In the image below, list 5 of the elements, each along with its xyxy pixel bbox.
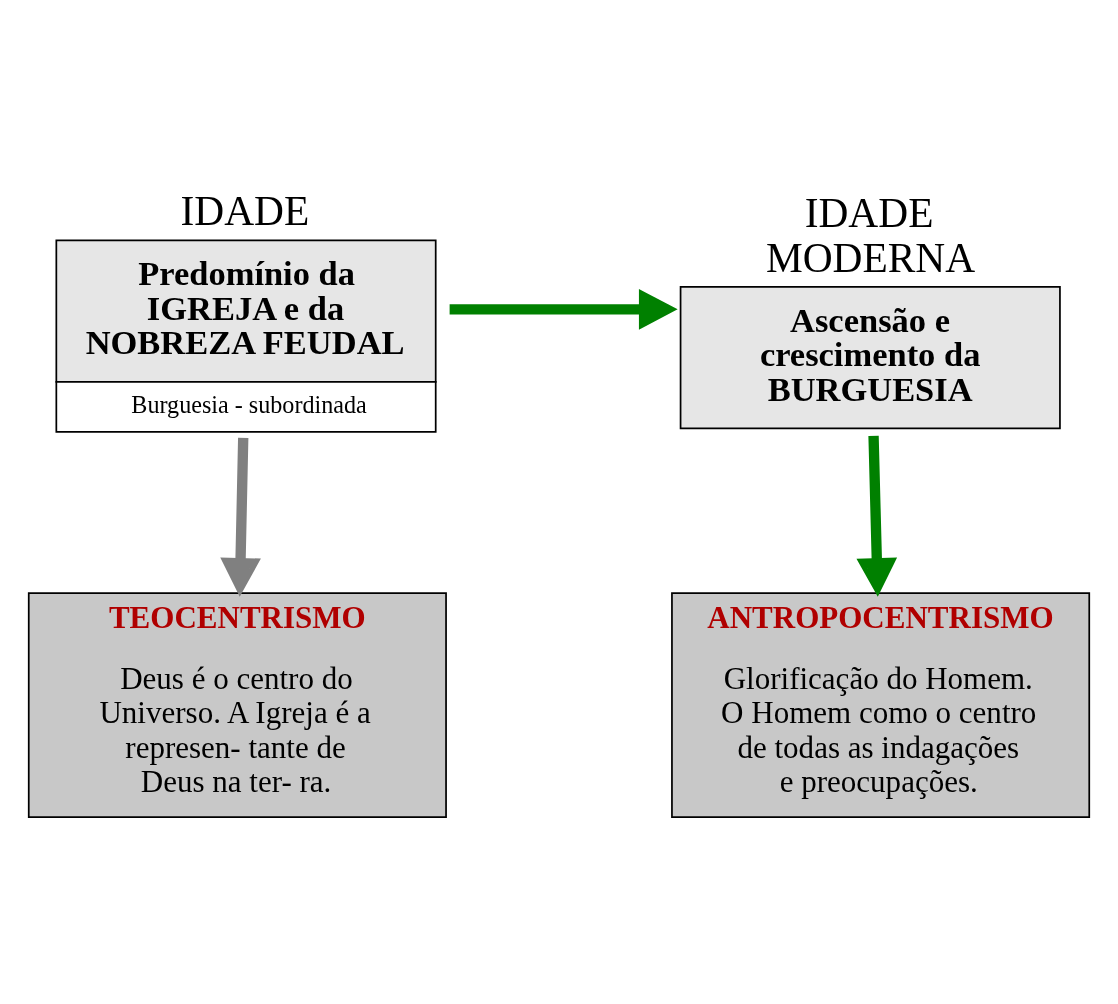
- node-label: IDADE MODERNA: [765, 189, 976, 281]
- arrow: [220, 437, 261, 597]
- node-label: IDADE: [180, 187, 310, 234]
- arrow: [449, 288, 678, 330]
- arrow: [856, 435, 898, 597]
